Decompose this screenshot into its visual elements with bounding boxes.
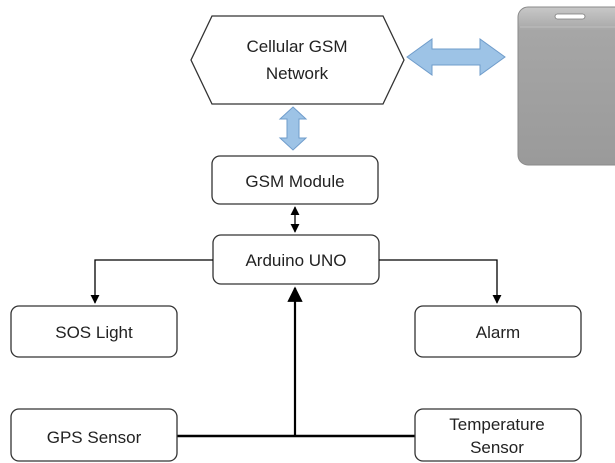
gps-sensor-label: GPS Sensor	[47, 428, 142, 447]
arduino-uno-label: Arduino UNO	[245, 251, 346, 270]
sos-light-node: SOS Light	[10, 305, 178, 358]
arduino-alarm-connector	[379, 259, 502, 304]
arduino-sos-connector	[90, 259, 213, 304]
network-gsm-double-arrow	[278, 106, 308, 151]
alarm-label: Alarm	[476, 323, 520, 342]
cellular-network-node: Cellular GSM Network	[190, 15, 405, 105]
gps-sensor-node: GPS Sensor	[10, 408, 178, 462]
gsm-module-node: GSM Module	[211, 155, 379, 205]
temperature-sensor-node: Temperature Sensor	[414, 408, 582, 462]
network-label-line-1: Cellular GSM	[246, 37, 347, 56]
alarm-node: Alarm	[414, 305, 582, 358]
gsm-module-label: GSM Module	[245, 172, 344, 191]
arduino-uno-node: Arduino UNO	[212, 234, 380, 285]
temperature-label-line-1: Temperature	[449, 415, 544, 434]
temperature-label-line-2: Sensor	[470, 438, 524, 457]
network-label-line-2: Network	[266, 64, 329, 83]
sos-light-label: SOS Light	[55, 323, 133, 342]
mobile-phone-icon	[517, 6, 615, 166]
network-phone-double-arrow	[406, 38, 506, 76]
